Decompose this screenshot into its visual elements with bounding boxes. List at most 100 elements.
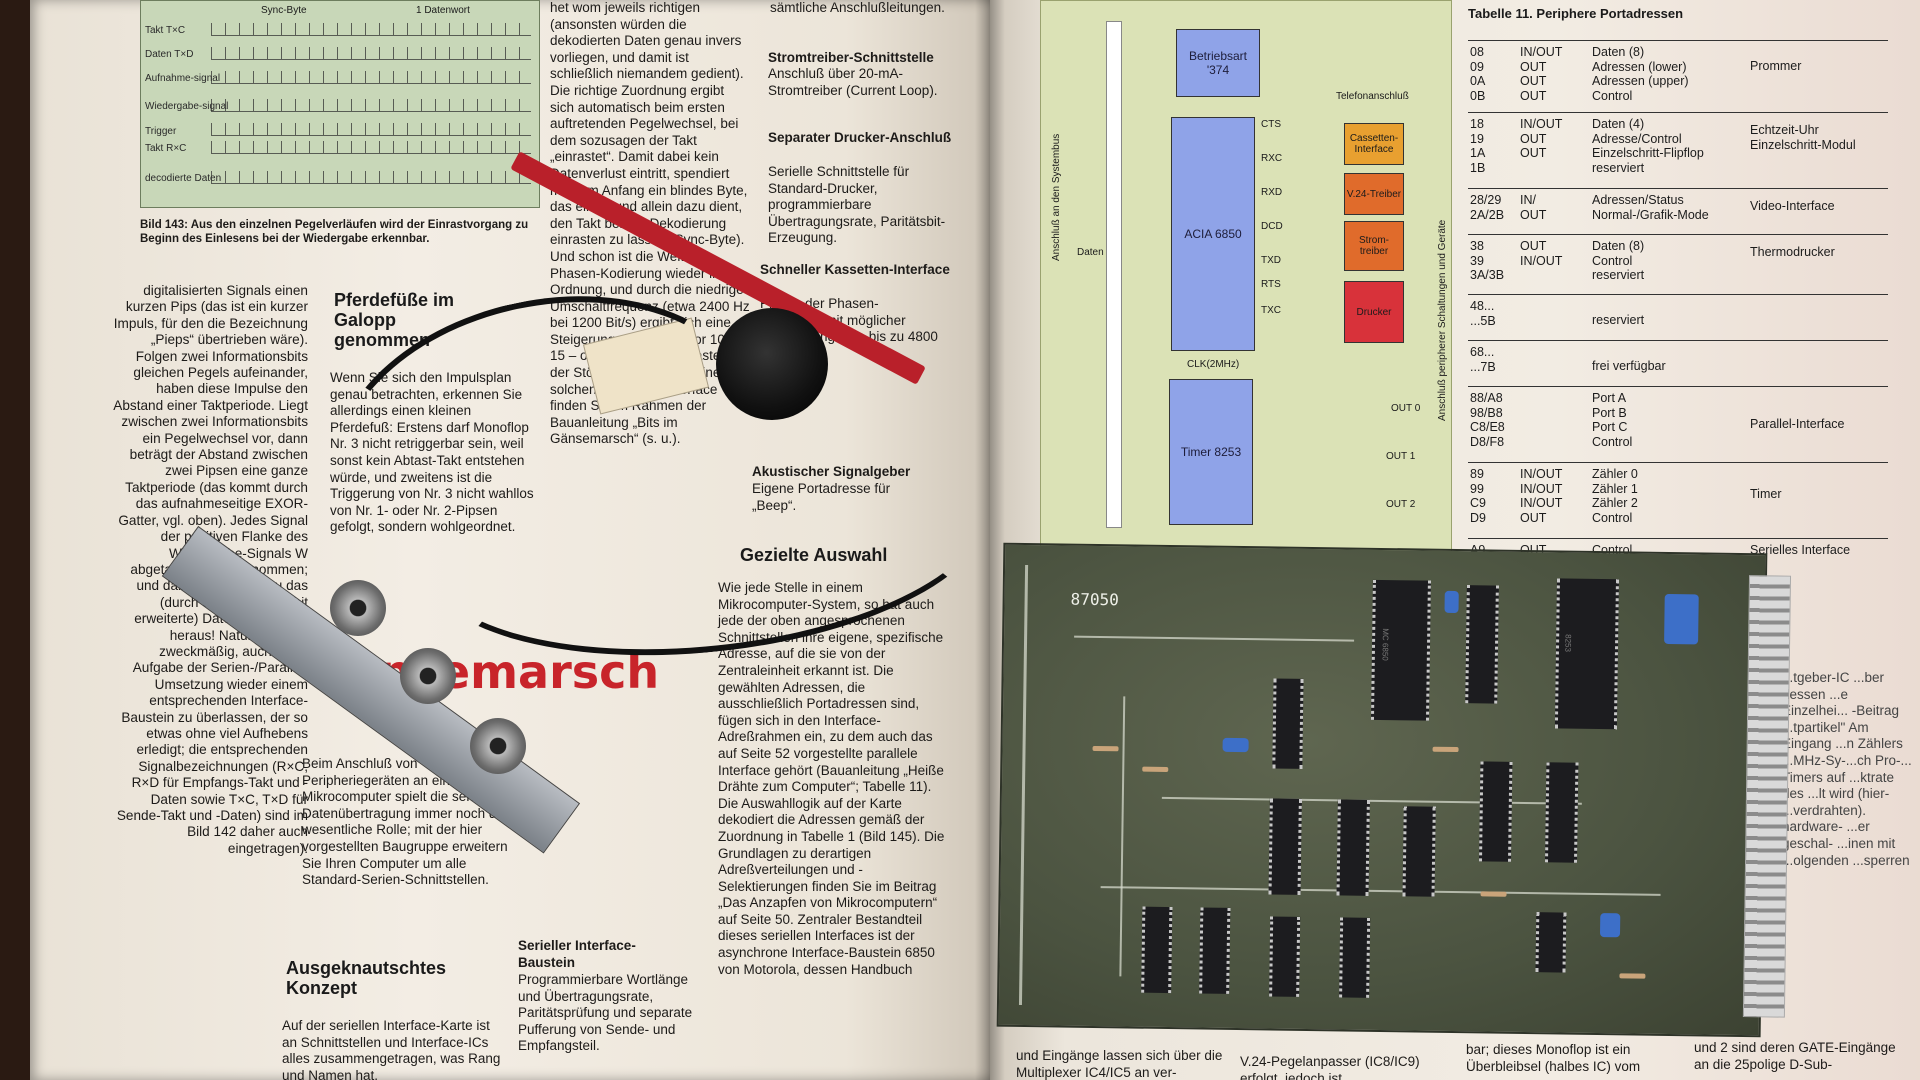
timing-label: Trigger <box>145 126 177 137</box>
interface-pcb: 87050 MC 6850 8253 <box>996 542 1792 1038</box>
timing-label: Aufnahme-signal <box>145 73 221 84</box>
block-diagram: Anschluß an den Systembus Daten Betriebs… <box>1040 0 1452 557</box>
ic-chip <box>1199 907 1231 994</box>
table-cell-addr: 08 09 0A 0B <box>1470 45 1486 103</box>
pcb-trace <box>1119 696 1126 977</box>
pin-label: RXD <box>1261 187 1283 198</box>
feature-title: Akustischer Signalgeber <box>752 464 911 479</box>
block-current: Strom-treiber <box>1344 221 1404 271</box>
resistor <box>1432 746 1459 753</box>
pin-label: TXD <box>1261 255 1281 266</box>
ic-chip <box>1535 912 1567 973</box>
table-cell-dir: IN/OUT OUT OUT OUT <box>1520 45 1563 103</box>
pcb-trace <box>1018 564 1029 1005</box>
table-row: 89 99 C9 D9 IN/OUT IN/OUT IN/OUT OUT Zäh… <box>1468 462 1888 533</box>
timing-label: Daten T×D <box>145 49 194 60</box>
heading-gezielte-auswahl: Gezielte Auswahl <box>740 545 888 565</box>
data-label: Daten <box>1077 247 1104 258</box>
table-cell-dir: IN/OUT OUT OUT <box>1520 117 1563 160</box>
bottom-text: V.24-Pegelanpasser (IC8/IC9) erfolgt, je… <box>1240 1054 1420 1080</box>
feature-text: Eigene Portadresse für „Beep“. <box>752 481 891 513</box>
table-cell-func: Parallel-Interface <box>1750 417 1845 431</box>
table-cell-addr: 89 99 C9 D9 <box>1470 467 1486 525</box>
ic-chip <box>1336 799 1370 896</box>
ic-chip <box>1141 906 1173 994</box>
timing-label: Wiedergabe-signal <box>145 101 229 112</box>
resistor <box>1619 973 1646 979</box>
ic-chip <box>1339 917 1371 998</box>
table-cell-desc: Daten (8) Control reserviert <box>1592 239 1645 282</box>
ic-chip <box>1269 916 1301 997</box>
feature-title: Separater Drucker-Anschluß <box>768 130 952 145</box>
table-cell-desc: Daten (4) Adresse/Control Einzelschritt-… <box>1592 117 1704 175</box>
waveform <box>211 141 531 154</box>
capacitor <box>1222 737 1249 753</box>
table-cell-addr: 18 19 1A 1B <box>1470 117 1486 175</box>
waveform <box>211 171 531 184</box>
pcb-trace <box>1074 635 1355 642</box>
waveform <box>211 71 531 84</box>
din-socket <box>330 580 386 636</box>
timing-label: decodierte Daten <box>145 173 222 184</box>
pin-label: TXC <box>1261 305 1281 316</box>
bullet-title: Serieller Interface-Baustein <box>518 938 636 970</box>
din-socket <box>470 718 526 774</box>
table-cell-desc: Adressen/Status Normal-/Grafik-Mode <box>1592 193 1709 222</box>
table-cell-desc: Daten (8) Adressen (lower) Adressen (upp… <box>1592 45 1689 103</box>
table-row: 38 39 3A/3B OUT IN/OUT Daten (8) Control… <box>1468 234 1888 289</box>
fourth-column-paragraph: Wie jede Stelle in einem Mikrocomputer-S… <box>718 580 945 977</box>
feature-text: Anschluß über 20-mA-Stromtreiber (Curren… <box>768 66 938 98</box>
out2-label: OUT 2 <box>1386 499 1416 510</box>
ic-chip <box>1272 678 1304 769</box>
table-cell-dir: OUT IN/OUT <box>1520 239 1563 268</box>
capacitor <box>1444 590 1459 614</box>
table-cell-desc: Port A Port B Port C Control <box>1592 391 1633 449</box>
block-cassette: Cassetten-Interface <box>1344 123 1404 165</box>
phone-label: Telefonanschluß <box>1336 91 1409 102</box>
table-cell-desc: frei verfügbar <box>1592 359 1666 373</box>
ic-chip <box>1268 798 1302 895</box>
table-row: 08 09 0A 0B IN/OUT OUT OUT OUT Daten (8)… <box>1468 40 1888 106</box>
middle-paragraph-2: Beim Anschluß von Peripheriegeräten an e… <box>302 756 508 888</box>
table-row: 68... ...7B frei verfügbar <box>1468 340 1888 381</box>
ic-chip: 8253 <box>1554 578 1619 730</box>
table-title: Tabelle 11. Periphere Portadressen <box>1468 6 1684 21</box>
waveform <box>211 47 531 60</box>
figure-caption: Bild 143: Aus den einzelnen Pegelverläuf… <box>140 219 529 245</box>
system-bus <box>1106 21 1122 528</box>
table-cell-addr: 48... ...5B <box>1470 299 1496 328</box>
block-printer: Drucker <box>1344 281 1404 343</box>
feature-title: Schneller Kassetten-Interface <box>760 262 950 277</box>
peripheral-label: Anschluß peripherer Schaltungen und Gerä… <box>1437 219 1448 421</box>
table-cell-func: Prommer <box>1750 59 1802 73</box>
table-row: 28/29 2A/2B IN/ OUT Adressen/Status Norm… <box>1468 188 1888 229</box>
table-cell-dir: IN/ OUT <box>1520 193 1547 222</box>
capacitor <box>1664 593 1699 645</box>
middle-paragraph-1: Wenn Sie sich den Impulsplan genau betra… <box>330 370 534 535</box>
table-row: 18 19 1A 1B IN/OUT OUT OUT Daten (4) Adr… <box>1468 112 1888 183</box>
timing-top-label-1: Sync-Byte <box>261 5 307 16</box>
pin-label: CTS <box>1261 119 1281 130</box>
table-cell-desc: Zähler 0 Zähler 1 Zähler 2 Control <box>1592 467 1638 525</box>
timing-label: Takt T×C <box>145 25 186 36</box>
resistor <box>1480 891 1507 897</box>
chip-acia-6850: ACIA 6850 <box>1171 117 1255 351</box>
table-cell-addr: 68... ...7B <box>1470 345 1496 374</box>
table-cell-addr: 28/29 2A/2B <box>1470 193 1505 222</box>
resistor <box>1142 766 1169 773</box>
bottom-text: und 2 sind deren GATE-Eingänge an die 25… <box>1694 1040 1896 1072</box>
block-v24: V.24-Treiber <box>1344 173 1404 215</box>
heading-pferdefuesse: Pferdefüße im Galopp genommen <box>334 290 455 350</box>
out1-label: OUT 1 <box>1386 451 1416 462</box>
ic-mark: MC 6850 <box>1380 628 1390 661</box>
bottom-text: bar; dieses Monoflop ist ein Überbleibse… <box>1466 1042 1641 1074</box>
timing-label: Takt R×C <box>145 143 187 154</box>
fourth-column-top: sämtliche Anschlußleitungen. <box>770 0 945 15</box>
pcb-trace <box>1161 796 1582 805</box>
timing-diagram: Sync-Byte 1 Datenwort Takt T×C Daten T×D… <box>140 0 540 208</box>
waveform <box>211 23 531 36</box>
table-cell-addr: 38 39 3A/3B <box>1470 239 1505 282</box>
chip-timer-8253: Timer 8253 <box>1169 379 1253 525</box>
table-cell-func: Timer <box>1750 487 1782 501</box>
